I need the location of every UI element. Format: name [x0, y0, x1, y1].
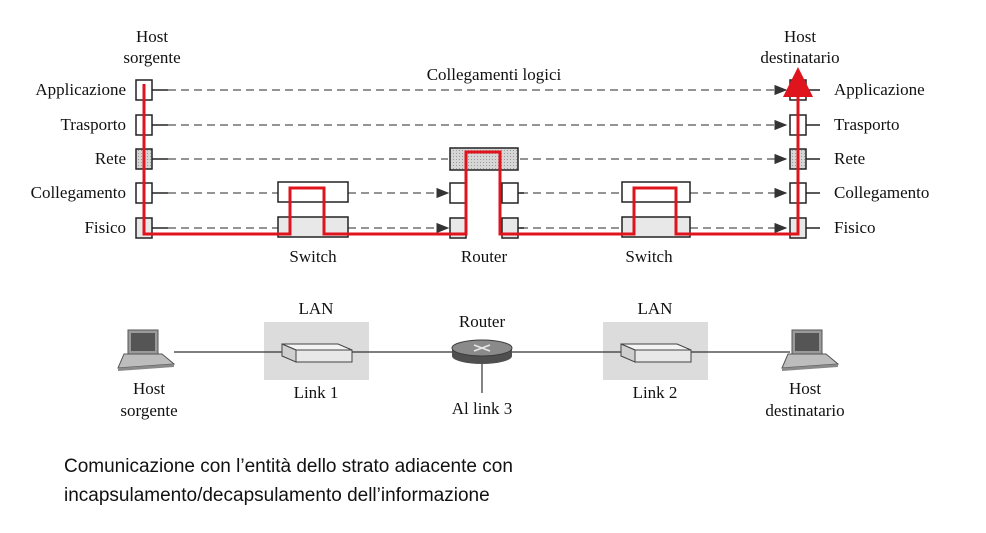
svg-text:Host: Host	[789, 379, 821, 398]
svg-text:destinatario: destinatario	[760, 48, 839, 67]
layer-label-application: Applicazione	[834, 80, 925, 99]
caption-line-1: Comunicazione con l’entità dello strato …	[64, 456, 513, 477]
source-host-label: Host sorgente	[123, 27, 180, 67]
dest-stack	[789, 79, 820, 239]
svg-text:destinatario: destinatario	[765, 401, 844, 420]
svg-text:Host: Host	[136, 27, 168, 46]
dest-host-label: Host destinatario	[760, 27, 839, 67]
device-label-router: Router	[461, 247, 508, 266]
layer-labels-right: Applicazione Trasporto Rete Collegamento…	[834, 80, 929, 237]
switch-right-stack	[621, 181, 691, 238]
layer-label-link: Collegamento	[31, 183, 126, 202]
source-stack	[135, 79, 168, 239]
caption: Comunicazione con l’entità dello strato …	[64, 452, 764, 510]
switch-right-link-box	[621, 181, 691, 203]
link1-label: Link 1	[294, 383, 339, 402]
logical-links-label: Collegamenti logici	[427, 65, 562, 84]
caption-line-2: incapsulamento/decapsulamento dell’infor…	[64, 485, 490, 506]
link2-label: Link 2	[633, 383, 678, 402]
svg-text:Host: Host	[133, 379, 165, 398]
svg-text:Host: Host	[784, 27, 816, 46]
svg-text:sorgente: sorgente	[123, 48, 180, 67]
bottom-source-host-label: Host sorgente	[120, 379, 177, 420]
layer-labels-left: Applicazione Trasporto Rete Collegamento…	[31, 80, 126, 237]
switch-left-physical-box	[277, 216, 349, 238]
router-link-out-box	[501, 182, 519, 204]
layer-label-application: Applicazione	[35, 80, 126, 99]
device-label-switch-left: Switch	[289, 247, 337, 266]
router-link-in-box	[449, 182, 467, 204]
switch-right-icon	[620, 343, 692, 363]
layer-label-transport: Trasporto	[61, 115, 127, 134]
lan-left-label: LAN	[299, 299, 334, 318]
logical-link-lines	[168, 84, 788, 234]
layer-label-physical: Fisico	[834, 218, 876, 237]
bottom-dest-host-label: Host destinatario	[765, 379, 844, 420]
layer-label-physical: Fisico	[84, 218, 126, 237]
router-label: Router	[459, 312, 506, 331]
layer-label-network: Rete	[834, 149, 865, 168]
layer-label-transport: Trasporto	[834, 115, 900, 134]
svg-text:sorgente: sorgente	[120, 401, 177, 420]
topology	[117, 322, 840, 393]
router-stack	[449, 147, 524, 239]
lan-right-label: LAN	[638, 299, 673, 318]
device-label-switch-right: Switch	[625, 247, 673, 266]
switch-left-icon	[281, 343, 353, 363]
data-path	[142, 67, 813, 236]
router-icon	[451, 339, 513, 364]
laptop-left-icon	[117, 329, 176, 371]
switch-right-physical-box	[621, 216, 691, 238]
layer-label-network: Rete	[95, 149, 126, 168]
laptop-right-icon	[781, 329, 840, 371]
link3-label: Al link 3	[452, 399, 512, 418]
layer-label-link: Collegamento	[834, 183, 929, 202]
